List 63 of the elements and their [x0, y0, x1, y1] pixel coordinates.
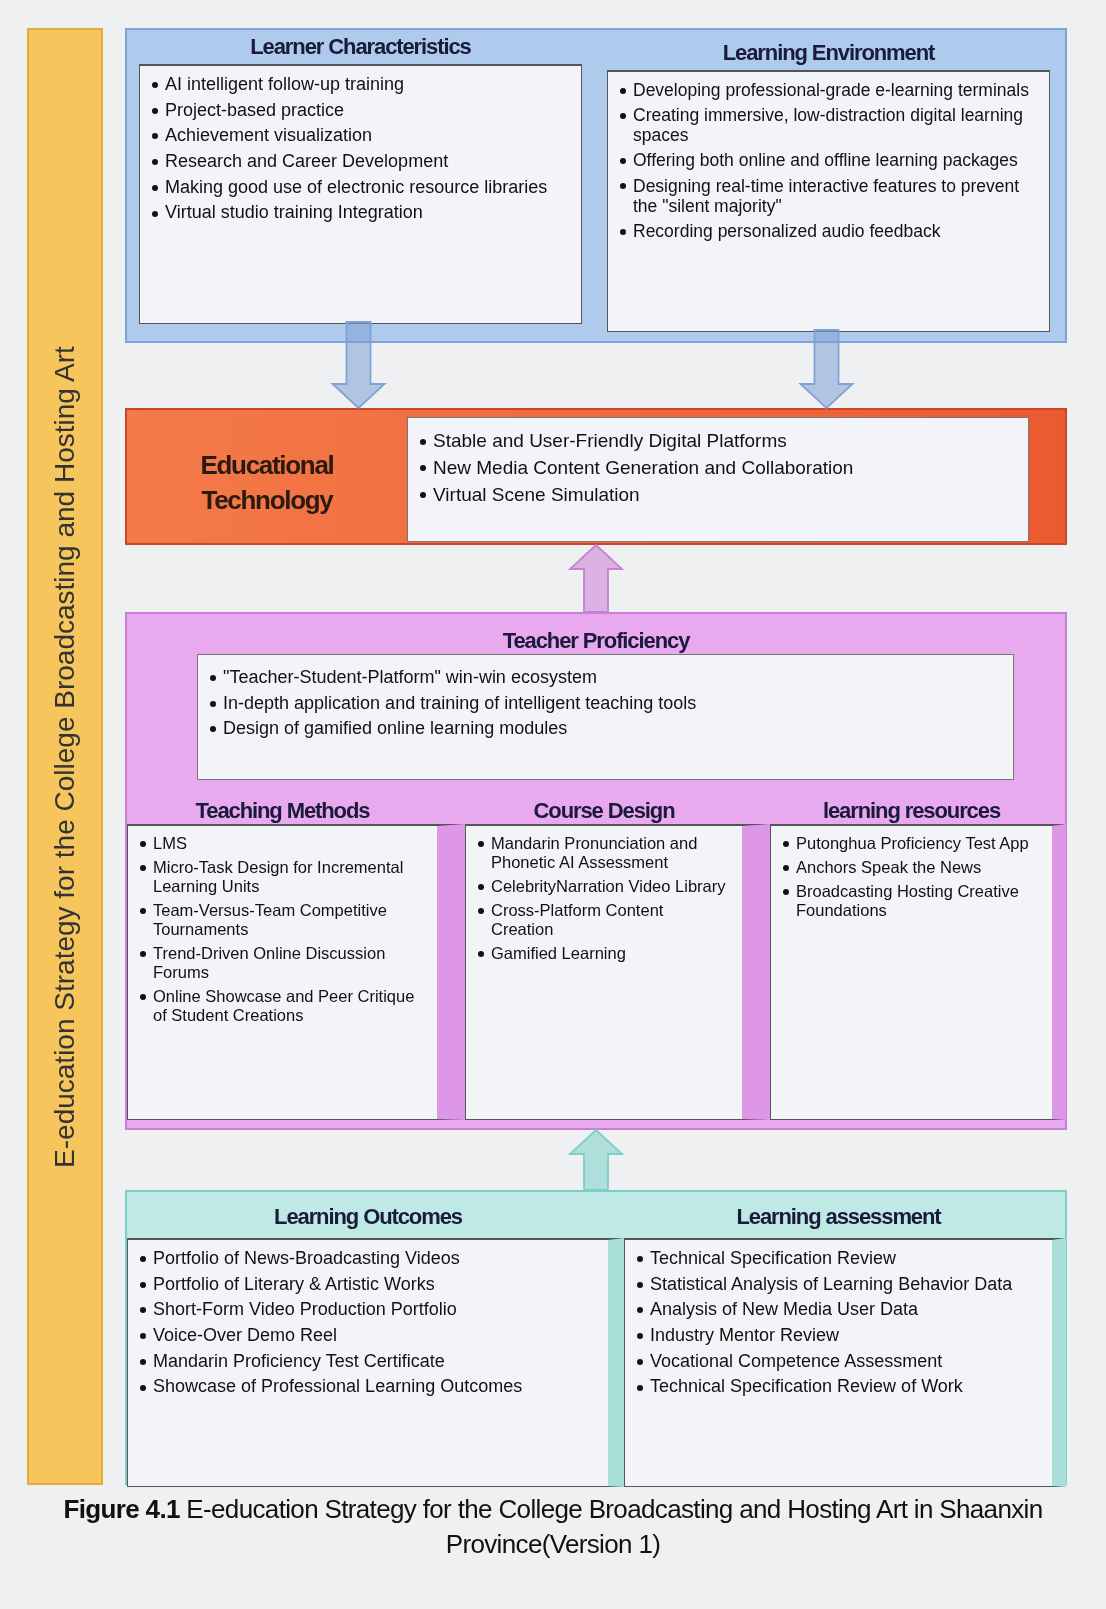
side-banner	[27, 28, 103, 1485]
list-item: Virtual studio training Integration	[165, 202, 423, 224]
list-item: "Teacher-Student-Platform" win-win ecosystem	[223, 667, 597, 688]
list-item: Putonghua Proficiency Test App	[796, 834, 1029, 853]
list-item: Showcase of Professional Learning Outcomes	[153, 1376, 523, 1398]
box-heading: Course Design	[532, 797, 676, 825]
list-item: CelebrityNarration Video Library	[491, 876, 726, 896]
section-panel	[125, 28, 1067, 343]
list-item: AI intelligent follow-up training	[165, 74, 405, 95]
block-arrow	[567, 543, 625, 613]
list-item: Analysis of New Media User Data	[650, 1299, 919, 1321]
list-item: Team-Versus-Team Competitive Tournaments	[153, 900, 388, 939]
list-item: Gamified Learning	[491, 943, 626, 963]
list-item: Statistical Analysis of Learning Behavior Data	[650, 1273, 1013, 1295]
list-item: Short-Form Video Production Portfolio	[153, 1299, 457, 1321]
block-arrow	[330, 321, 387, 410]
box-heading: Learning Environment	[721, 39, 936, 67]
list-item: Developing professional-grade e-learning terminals	[633, 80, 1029, 101]
content-box	[197, 654, 1014, 780]
list-item: Vocational Competence Assessment	[650, 1350, 943, 1372]
list-item: Stable and User-Friendly Digital Platforms	[433, 430, 787, 452]
block-arrow	[567, 1128, 625, 1191]
list-item: Industry Mentor Review	[650, 1325, 840, 1346]
list-item: Achievement visualization	[165, 125, 373, 147]
box-heading: learning resources	[821, 797, 1002, 825]
list-item: Offering both online and offline learning packages	[633, 150, 1018, 171]
section-panel	[125, 612, 1067, 1130]
list-item: Technical Specification Review of Work	[650, 1376, 963, 1398]
box-heading: Learner Characteristics	[249, 33, 472, 61]
section-panel	[125, 1190, 1067, 1485]
list-item: Mandarin Proficiency Test Certificate	[153, 1350, 445, 1372]
list-item: Voice-Over Demo Reel	[153, 1325, 338, 1346]
box-heading: Teaching Methods	[194, 797, 371, 825]
list-item: Recording personalized audio feedback	[633, 220, 941, 241]
list-item: Broadcasting Hosting Creative Foundations	[796, 881, 1020, 920]
box-heading: Learning assessment	[735, 1203, 943, 1231]
list-item: Portfolio of News-Broadcasting Videos	[153, 1248, 460, 1269]
section-panel	[125, 408, 1067, 545]
list-item: Micro-Task Design for Incremental Learning Units	[153, 857, 405, 896]
list-item: Designing real-time interactive features to prevent the "silent majority"	[633, 175, 1021, 216]
box-heading: Learning Outcomes	[273, 1203, 463, 1231]
banner-title: E-education Strategy for the College Broadcasting and Hosting Art	[48, 344, 81, 1170]
section-heading: Educational Technology	[199, 449, 335, 518]
list-item: Creating immersive, low-distraction digital learning spaces	[633, 105, 1025, 146]
list-item: Project-based practice	[165, 99, 345, 121]
list-item: Online Showcase and Peer Critique of Student Creations	[153, 986, 416, 1025]
list-item: Cross-Platform Content Creation	[491, 900, 665, 939]
list-item: New Media Content Generation and Collaboration	[433, 456, 854, 479]
figure-caption: Figure 4.1 E-education Strategy for the College Broadcasting and Hosting Art in Shaanxin Province(Version 1)	[62, 1493, 1044, 1562]
list-item: Anchors Speak the News	[796, 857, 982, 877]
list-item: Mandarin Pronunciation and Phonetic AI Assessment	[491, 834, 699, 872]
section-heading: Teacher Proficiency	[501, 627, 691, 655]
content-box	[407, 417, 1029, 542]
list-item: Virtual Scene Simulation	[433, 483, 640, 506]
block-arrow	[798, 329, 855, 410]
list-item: Making good use of electronic resource libraries	[165, 176, 548, 198]
list-item: LMS	[153, 834, 187, 853]
list-item: In-depth application and training of intelligent teaching tools	[223, 692, 697, 714]
list-item: Research and Career Development	[165, 151, 449, 172]
list-item: Design of gamified online learning modules	[223, 718, 568, 740]
list-item: Portfolio of Literary & Artistic Works	[153, 1273, 435, 1295]
list-item: Technical Specification Review	[650, 1248, 897, 1269]
list-item: Trend-Driven Online Discussion Forums	[153, 943, 387, 982]
